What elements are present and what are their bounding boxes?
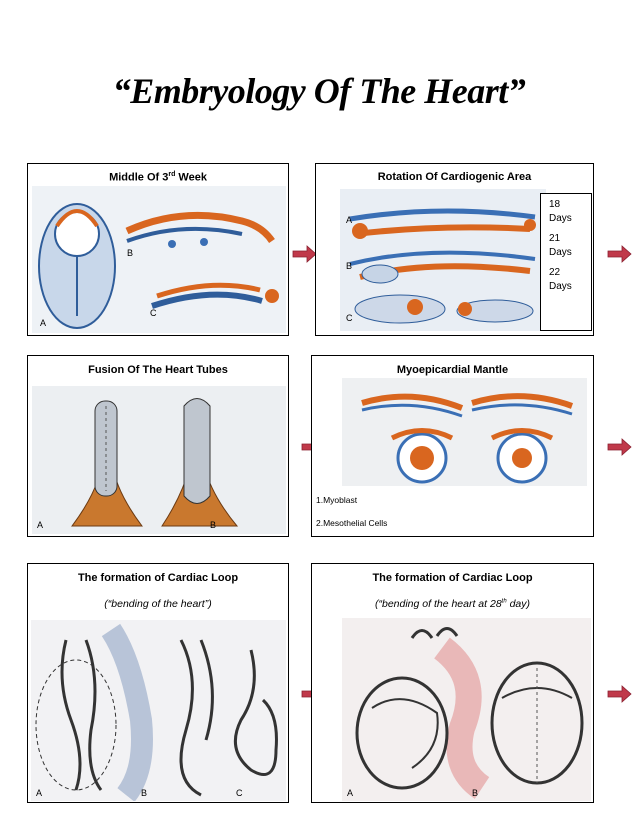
right-arrow-icon bbox=[607, 438, 632, 456]
svg-text:A: A bbox=[346, 215, 352, 225]
days-item: 18 Days bbox=[549, 199, 572, 224]
panel-subtitle: (“bending of the heart at 28th day) bbox=[374, 598, 531, 610]
svg-text:B: B bbox=[346, 261, 352, 271]
panel-myoepicardial-mantle: Myoepicardial Mantle 1.Myoblast 2.Mesoth… bbox=[311, 355, 594, 537]
panel-middle-of-3rd-week: Middle Of 3rd Week A B C bbox=[27, 163, 289, 336]
panel-subtitle: (“bending of the heart”) bbox=[104, 598, 212, 610]
panel-title: Fusion Of The Heart Tubes bbox=[88, 364, 228, 376]
panel-title: Middle Of 3rd Week bbox=[109, 171, 207, 184]
svg-text:A: A bbox=[347, 788, 353, 798]
page-title: “Embryology Of The Heart” bbox=[112, 71, 526, 111]
days-item: 21 Days bbox=[549, 233, 572, 258]
days-list: 18 Days 21 Days 22 Days bbox=[540, 193, 592, 331]
panel-formation-of-cardiac-loop-2: The formation of Cardiac Loop (“bending … bbox=[311, 563, 594, 803]
panel-title: Rotation Of Cardiogenic Area bbox=[377, 171, 532, 183]
panel-rotation-of-cardiogenic-area: Rotation Of Cardiogenic Area A B C 18 Da… bbox=[315, 163, 594, 336]
panel-title: The formation of Cardiac Loop bbox=[77, 572, 239, 584]
svg-text:B: B bbox=[127, 248, 133, 258]
days-item: 22 Days bbox=[549, 267, 572, 292]
panel-title: The formation of Cardiac Loop bbox=[372, 572, 533, 584]
svg-text:A: A bbox=[36, 788, 42, 798]
svg-text:B: B bbox=[472, 788, 478, 798]
right-arrow-icon bbox=[607, 685, 632, 703]
svg-text:B: B bbox=[141, 788, 147, 798]
figure-cardiac-loop-bending: A B C bbox=[31, 620, 286, 801]
figure-fusion-of-heart-tubes: A B bbox=[32, 386, 286, 534]
right-arrow-icon bbox=[607, 245, 632, 263]
panel-formation-of-cardiac-loop-1: The formation of Cardiac Loop (“bending … bbox=[27, 563, 289, 803]
svg-text:C: C bbox=[150, 308, 157, 318]
figure-cardiac-loop-28th-day: A B bbox=[342, 618, 591, 801]
panel-fusion-of-heart-tubes: Fusion Of The Heart Tubes A B bbox=[27, 355, 289, 537]
svg-text:A: A bbox=[40, 318, 46, 328]
svg-text:C: C bbox=[346, 313, 353, 323]
svg-text:B: B bbox=[210, 520, 216, 530]
figure-rotation-of-cardiogenic-area: A B C bbox=[340, 189, 546, 331]
figure-myoepicardial-mantle bbox=[342, 378, 587, 486]
list-item: 2.Mesothelial Cells bbox=[316, 518, 388, 528]
panel-title: Myoepicardial Mantle bbox=[396, 364, 509, 376]
svg-text:A: A bbox=[37, 520, 43, 530]
figure-middle-of-3rd-week: A B C bbox=[32, 186, 286, 333]
right-arrow-icon bbox=[292, 245, 317, 263]
svg-text:C: C bbox=[236, 788, 243, 798]
list-item: 1.Myoblast bbox=[316, 495, 358, 505]
